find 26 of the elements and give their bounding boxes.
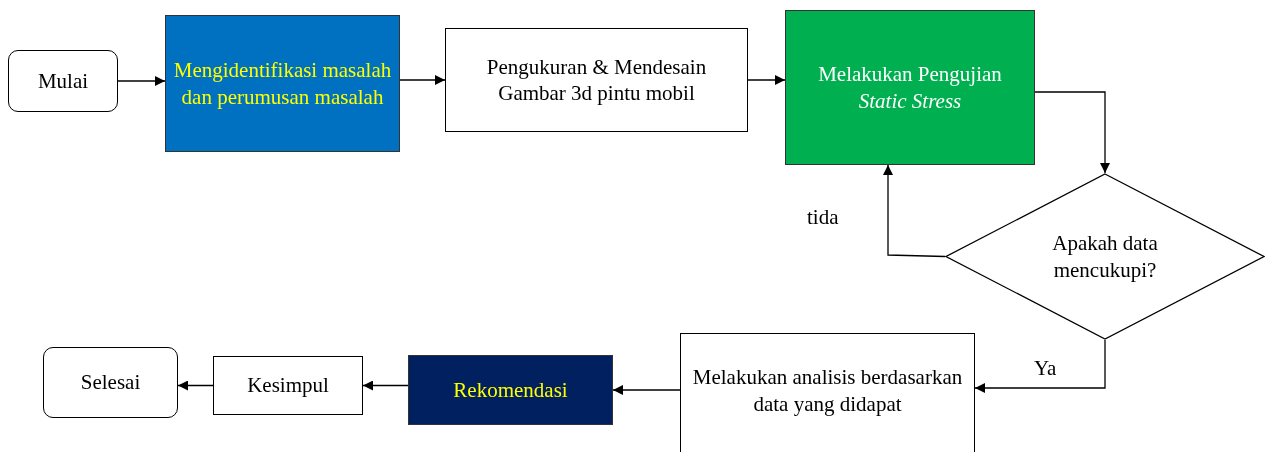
node-text: Kesimpul bbox=[246, 372, 330, 399]
process-box bbox=[680, 333, 975, 452]
node-text: Mulai bbox=[36, 67, 90, 95]
arrow bbox=[399, 75, 446, 85]
process-box bbox=[785, 10, 1035, 165]
process-box bbox=[445, 28, 748, 132]
process-box bbox=[213, 356, 363, 415]
terminal-box bbox=[8, 50, 118, 112]
arrow bbox=[612, 385, 681, 395]
node-text: Pengukuran & Mendesain Gambar 3d pintu mobil bbox=[485, 53, 708, 107]
node-text: Mengidentifikasi masalah dan perumusan masalah bbox=[172, 57, 393, 110]
arrow bbox=[747, 75, 786, 85]
arrow bbox=[177, 380, 214, 391]
arrow bbox=[117, 76, 166, 86]
node-text: Rekomendasi bbox=[452, 376, 569, 404]
terminal-box bbox=[43, 347, 178, 418]
process-box bbox=[165, 15, 400, 152]
arrow bbox=[362, 380, 409, 391]
node-text: Melakukan Pengujian Static Stress bbox=[817, 61, 1003, 114]
arrow bbox=[1034, 91, 1110, 174]
node-text: Selesai bbox=[79, 369, 142, 396]
node-text: Apakah data mencukupi? bbox=[1051, 230, 1159, 283]
arrow bbox=[974, 339, 1106, 393]
arrow bbox=[883, 164, 946, 258]
process-box bbox=[408, 355, 613, 425]
node-text: Melakukan analisis berdasarkan data yang didapat bbox=[691, 364, 964, 417]
